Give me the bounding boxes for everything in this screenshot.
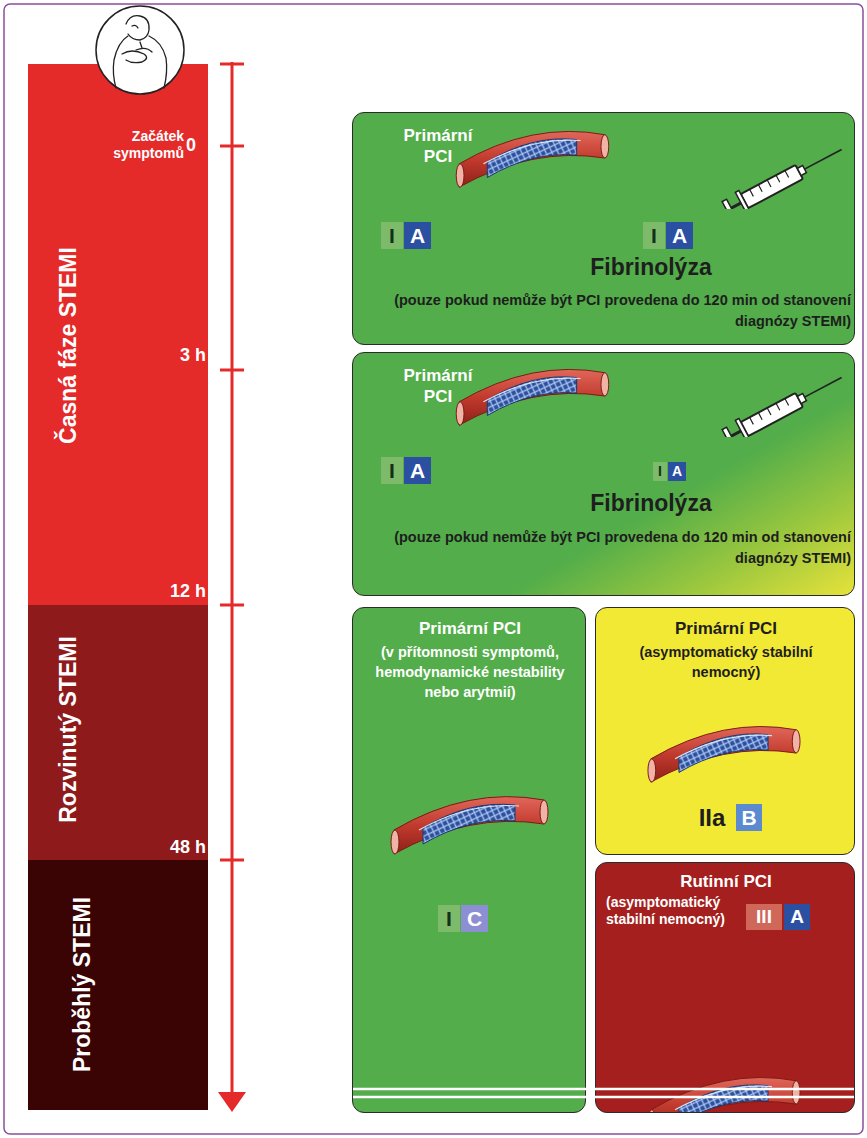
recommendation-box: Primární PCIIAIAFibrinolýza(pouze pokud … — [352, 112, 855, 345]
recommendation-box: Rutinní PCI(asymptomatický stabilní nemo… — [595, 862, 855, 1113]
phase-label: Proběhlý STEMI — [69, 884, 96, 1084]
panel-heading: Primární PCI — [602, 618, 850, 639]
evidence-badge: A — [404, 457, 431, 484]
class-badge: I — [438, 905, 460, 932]
condition-note: (pouze pokud nemůže být PCI provedena do… — [393, 527, 851, 569]
stent-illustration — [453, 125, 611, 193]
condition-note: (asymptomatický stabilní nemocný) — [606, 894, 738, 928]
recommendation-box: Primární PCI (v přítomnosti symptomů, hem… — [352, 607, 586, 1113]
timeline-arrow — [218, 62, 246, 1112]
evidence-badge: A — [404, 222, 431, 249]
recommendation-box: Primární PCI (asymptomatický stabilní nem… — [595, 607, 855, 855]
stent-illustration — [646, 1071, 801, 1113]
syringe-illustration — [721, 377, 851, 437]
stent-illustration — [453, 363, 611, 431]
panel-heading: Primární PCI — [388, 125, 488, 167]
class-badge: I — [381, 222, 403, 249]
class-badge: III — [746, 904, 782, 930]
evidence-badge: B — [736, 804, 762, 831]
panel-heading: Rutinní PCI — [604, 871, 848, 892]
time-mark: 3 h — [150, 344, 206, 366]
phase-label: Časná fáze STEMI — [55, 135, 82, 555]
panel-heading: Primární PCI — [388, 365, 488, 407]
phase-band: Proběhlý STEMI — [28, 860, 208, 1110]
class-badge: I — [653, 462, 667, 481]
class-badge: I — [381, 457, 403, 484]
condition-note: (pouze pokud nemůže být PCI provedena do… — [393, 290, 851, 332]
recommendation-box: Primární PCIIAIAFibrinolýza(pouze pokud … — [352, 352, 855, 596]
class-badge: IIa — [692, 803, 732, 832]
condition-note: (asymptomatický stabilní nemocný) — [616, 642, 836, 682]
syringe-illustration — [721, 149, 851, 209]
panel-heading: Primární PCI — [359, 618, 581, 639]
treatment-name: Fibrinolýza — [501, 489, 801, 517]
treatment-name: Fibrinolýza — [501, 253, 801, 281]
phase-band: Rozvinutý STEMI — [28, 605, 208, 860]
phase-label: Rozvinutý STEMI — [55, 614, 82, 844]
evidence-badge: C — [461, 905, 488, 932]
stent-illustration — [389, 790, 549, 860]
evidence-badge: A — [666, 222, 693, 249]
stent-illustration — [646, 720, 801, 788]
evidence-badge: A — [784, 904, 810, 930]
outer-frame — [4, 4, 863, 1134]
time-mark: 48 h — [150, 836, 206, 858]
condition-note: (v přítomnosti symptomů, hemodynamické n… — [365, 642, 575, 702]
onset-label: Začátek symptomů — [96, 128, 184, 162]
evidence-badge: A — [668, 462, 686, 481]
patient-icon — [92, 2, 188, 98]
time-mark: 0 — [186, 134, 206, 156]
class-badge: I — [643, 222, 665, 249]
time-mark: 12 h — [150, 580, 206, 602]
break-mark — [353, 1089, 854, 1097]
